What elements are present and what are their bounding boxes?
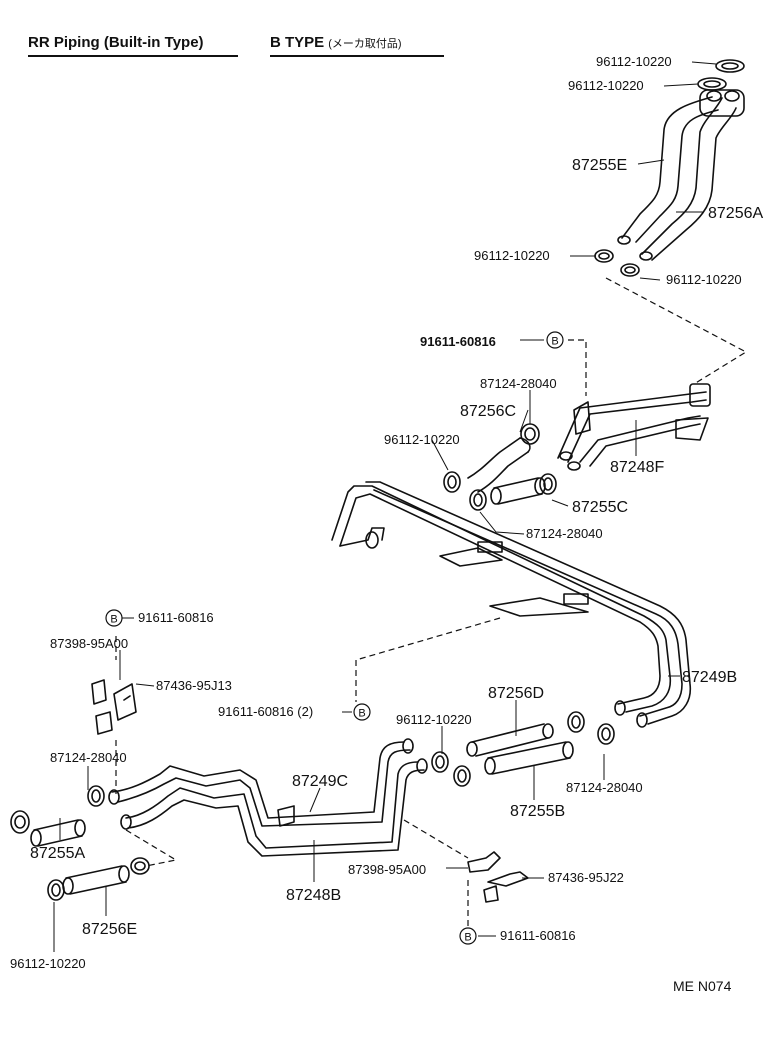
clamp-lower-6 (453, 765, 471, 787)
label-96112-10220-g: 96112-10220 (10, 956, 86, 971)
label-96112-10220-d: 96112-10220 (666, 272, 742, 287)
label-96112-10220-a: 96112-10220 (596, 54, 672, 69)
label-87436-95j22: 87436-95J22 (548, 870, 624, 885)
badge-b-3: B (353, 703, 371, 721)
label-87398-95a00-b: 87398-95A00 (348, 862, 426, 877)
label-96112-10220-e: 96112-10220 (384, 432, 460, 447)
label-96112-10220-b: 96112-10220 (568, 78, 644, 93)
badge-b-4-text: B (464, 932, 471, 944)
badge-b-3-text: B (358, 708, 365, 720)
label-87255c: 87255C (572, 499, 628, 516)
label-91611-60816-d: 91611-60816 (500, 928, 576, 943)
label-87256a: 87256A (708, 205, 763, 222)
pipe-87248f (557, 383, 711, 471)
badge-b-1-text: B (551, 336, 558, 348)
badge-b-2-text: B (110, 614, 117, 626)
hose-87256d (466, 723, 554, 757)
reference-code: ME N074 (673, 978, 732, 994)
clamp-lower-3 (47, 879, 65, 901)
badge-b-1: B (546, 331, 564, 349)
label-87398-95a00-a: 87398-95A00 (50, 636, 128, 651)
label-87255e: 87255E (572, 157, 627, 174)
label-87255b: 87255B (510, 803, 565, 820)
clamp-lower-5 (431, 751, 449, 773)
pipe-87248b (120, 758, 428, 857)
label-87124-28040-e: 87124-28040 (566, 780, 643, 795)
label-87248b: 87248B (286, 887, 341, 904)
clamp-87124-a (520, 423, 540, 445)
label-87436-95j13: 87436-95J13 (156, 678, 232, 693)
pipe-87249b (331, 481, 692, 728)
title-underline (28, 55, 238, 57)
clamp-87124-b (469, 489, 487, 511)
bracket-87398-95a00-left (91, 679, 113, 735)
label-87249c: 87249C (292, 773, 348, 790)
label-91611-60816-a: 91611-60816 (420, 334, 496, 349)
clamp-lower-8 (597, 723, 615, 745)
label-91611-60816-c: 91611-60816 (2) (218, 704, 313, 719)
clamp-87255c-end (539, 473, 557, 495)
label-87248f: 87248F (610, 459, 664, 476)
clamp-top-2 (697, 77, 727, 91)
label-87256c: 87256C (460, 403, 516, 420)
label-87124-28040-a: 87124-28040 (480, 376, 557, 391)
label-87249b: 87249B (682, 669, 737, 686)
hose-87255b (484, 741, 574, 775)
hose-87256c (467, 437, 531, 493)
badge-b-2: B (105, 609, 123, 627)
label-87124-28040-b: 87124-28040 (526, 526, 603, 541)
label-87256e: 87256E (82, 921, 137, 938)
bracket-87398-95a00-right (467, 851, 501, 873)
clamp-mid-2 (620, 263, 640, 277)
bracket-87436-95j22 (483, 871, 529, 903)
clamp-mid-1 (594, 249, 614, 263)
label-91611-60816-b: 91611-60816 (138, 610, 214, 625)
leader-lines (53, 61, 717, 952)
label-87255a: 87255A (30, 845, 85, 862)
hose-87255a (30, 819, 86, 847)
type-underline (270, 55, 444, 57)
clamp-lower-4 (130, 857, 150, 875)
dashed-lines (115, 277, 748, 926)
clamp-lower-1 (10, 810, 30, 834)
clamp-lower-7 (567, 711, 585, 733)
diagram-title: RR Piping (Built-in Type) (28, 34, 204, 51)
clamp-lower-2 (87, 785, 105, 807)
type-note: (メーカ取付品) (328, 38, 402, 50)
label-96112-10220-c: 96112-10220 (474, 248, 550, 263)
hose-87255c (490, 477, 546, 505)
label-87256d: 87256D (488, 685, 544, 702)
pipe-87249c (108, 738, 414, 827)
hose-87256a (639, 97, 737, 261)
clamp-96112-e (443, 471, 461, 493)
hose-87256e (62, 865, 130, 895)
label-96112-10220-f: 96112-10220 (396, 712, 472, 727)
upper-hose-ends (699, 89, 745, 117)
type-label: B TYPE (270, 34, 325, 51)
clamp-top-1 (715, 59, 745, 73)
part-labels: 96112-10220 96112-10220 87255E 87256A 96… (10, 54, 763, 971)
badge-b-4: B (459, 927, 477, 945)
label-87124-28040-c: 87124-28040 (50, 750, 127, 765)
hose-87255e (617, 96, 719, 245)
bracket-87436-95j13 (113, 683, 137, 721)
type-title: B TYPE(メーカ取付品) (270, 34, 402, 51)
